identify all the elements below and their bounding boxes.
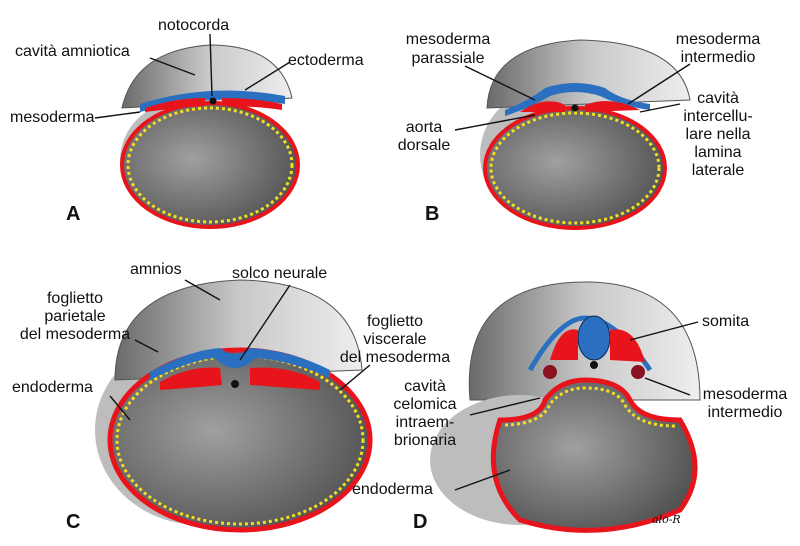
notochord [209, 97, 217, 105]
mesoderm-right [250, 367, 320, 390]
panel-d: somita mesoderma intermedio cavità celom… [352, 281, 788, 533]
label-mesoderma-parassiale-1: mesoderma [406, 31, 491, 48]
neural-tube [577, 315, 611, 361]
amnion [486, 39, 691, 109]
label-mesoderma-intermedio-2: intermedio [708, 404, 783, 421]
ectoderm-neural-plate [505, 83, 650, 116]
panel-b: mesoderma parassiale mesoderma intermedi… [398, 31, 761, 230]
notochord [571, 104, 579, 112]
label-amnios: amnios [130, 261, 182, 278]
yolk-sac [490, 377, 698, 533]
label-aorta: aorta [406, 119, 443, 136]
label-line: laterale [692, 162, 745, 179]
endoderm-layer [115, 354, 365, 526]
mesoderm-left [160, 367, 222, 390]
somite-right [610, 329, 645, 362]
intermediate-mesoderm-right [631, 365, 645, 379]
panel-letter-d: D [413, 511, 427, 533]
label-foglietto-parietale-2: parietale [44, 308, 105, 325]
label-ectoderma: ectoderma [288, 52, 364, 69]
label-line: cavità [697, 90, 739, 107]
yolk-sac [120, 101, 300, 229]
panel-letter-a: A [66, 203, 80, 225]
label-line: intercellu- [683, 108, 752, 125]
label-foglietto-viscerale-3: del mesoderma [340, 349, 450, 366]
panel-c: amnios solco neurale foglietto parietale… [12, 261, 450, 533]
yolk-sac [107, 347, 373, 533]
label-notocorda: notocorda [158, 17, 229, 34]
panel-letter-b: B [425, 203, 439, 225]
label-foglietto-viscerale-1: foglietto [367, 313, 423, 330]
label-foglietto-parietale-1: foglietto [47, 290, 103, 307]
label-cavita-celomica-2: celomica [393, 396, 456, 413]
endoderm-layer [489, 111, 661, 225]
label-mesoderma-intermedio-2: intermedio [681, 49, 756, 66]
paraxial-mesoderm-left [520, 101, 565, 112]
amnion [114, 279, 363, 381]
mesoderm-right [222, 98, 282, 110]
somite-left [550, 329, 578, 360]
label-line: lamina [694, 144, 741, 161]
notochord [231, 380, 239, 388]
endoderm-layer [504, 386, 676, 428]
label-solco-neurale: solco neurale [232, 265, 327, 282]
label-cavita-amniotica: cavità amniotica [15, 43, 130, 60]
label-dorsale: dorsale [398, 137, 451, 154]
label-mesoderma-parassiale-2: parassiale [412, 50, 485, 67]
panel-letter-c: C [66, 511, 80, 533]
yolk-sac [483, 106, 667, 230]
label-cavita-intercellulare: cavità intercellu- lare nella lamina lat… [683, 90, 752, 179]
endoderm-layer [126, 106, 294, 224]
label-somita: somita [702, 313, 749, 330]
notochord [590, 361, 598, 369]
label-cavita-celomica-1: cavità [404, 378, 446, 395]
label-foglietto-parietale-3: del mesoderma [20, 326, 130, 343]
label-foglietto-viscerale-2: viscerale [363, 331, 426, 348]
label-endoderma: endoderma [12, 379, 93, 396]
panel-a: cavità amniotica notocorda ectoderma mes… [10, 17, 364, 229]
label-mesoderma-intermedio-1: mesoderma [676, 31, 761, 48]
paraxial-mesoderm-right [585, 101, 640, 112]
signature: alo-R [652, 513, 681, 526]
label-line: lare nella [686, 126, 751, 143]
label-cavita-celomica-4: brionaria [394, 432, 456, 449]
label-cavita-celomica-3: intraem- [396, 414, 455, 431]
label-endoderma: endoderma [352, 481, 433, 498]
neural-groove-ectoderm [150, 348, 330, 380]
mesoderm-left [145, 98, 205, 112]
intermediate-mesoderm-left [543, 365, 557, 379]
ectoderm-plate [140, 90, 285, 112]
label-mesoderma-intermedio-1: mesoderma [703, 386, 788, 403]
label-mesoderma: mesoderma [10, 109, 95, 126]
